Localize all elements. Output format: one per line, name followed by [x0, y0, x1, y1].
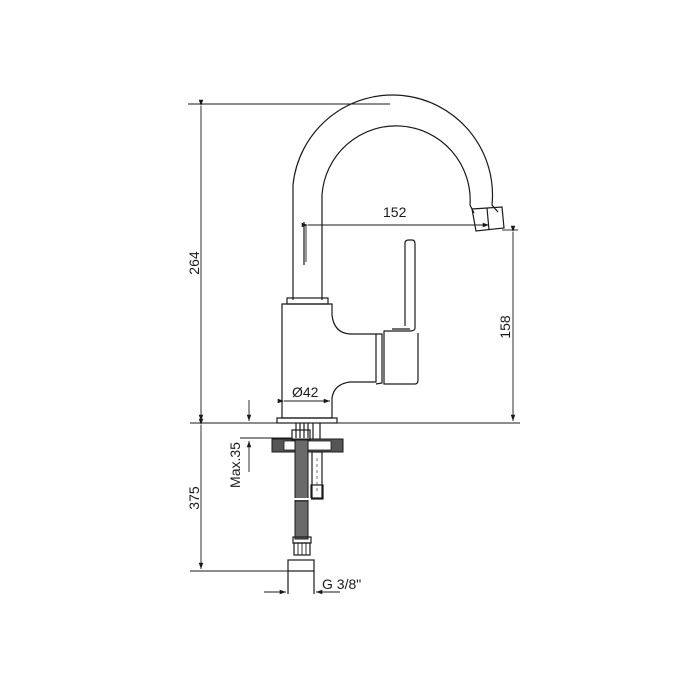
label-body-diameter: Ø42: [292, 384, 319, 400]
label-outlet-height: 158: [497, 315, 513, 339]
dim-spout-reach: [301, 222, 489, 262]
braided-hose: [287, 429, 315, 594]
dim-outlet-height: [502, 225, 518, 421]
label-connection-thread: G 3/8": [322, 576, 362, 592]
label-spout-reach: 152: [383, 204, 407, 220]
label-hose-length: 375: [186, 486, 202, 510]
label-max-thickness: Max.35: [227, 442, 243, 488]
label-total-height: 264: [186, 251, 202, 275]
base-flange: [276, 417, 338, 424]
spout: [292, 94, 505, 300]
faucet-body: [281, 303, 383, 419]
dim-total-height: [188, 99, 390, 421]
dim-max-thickness: [240, 400, 292, 472]
dim-hose-length: [190, 418, 288, 572]
lever-handle: [383, 239, 419, 385]
